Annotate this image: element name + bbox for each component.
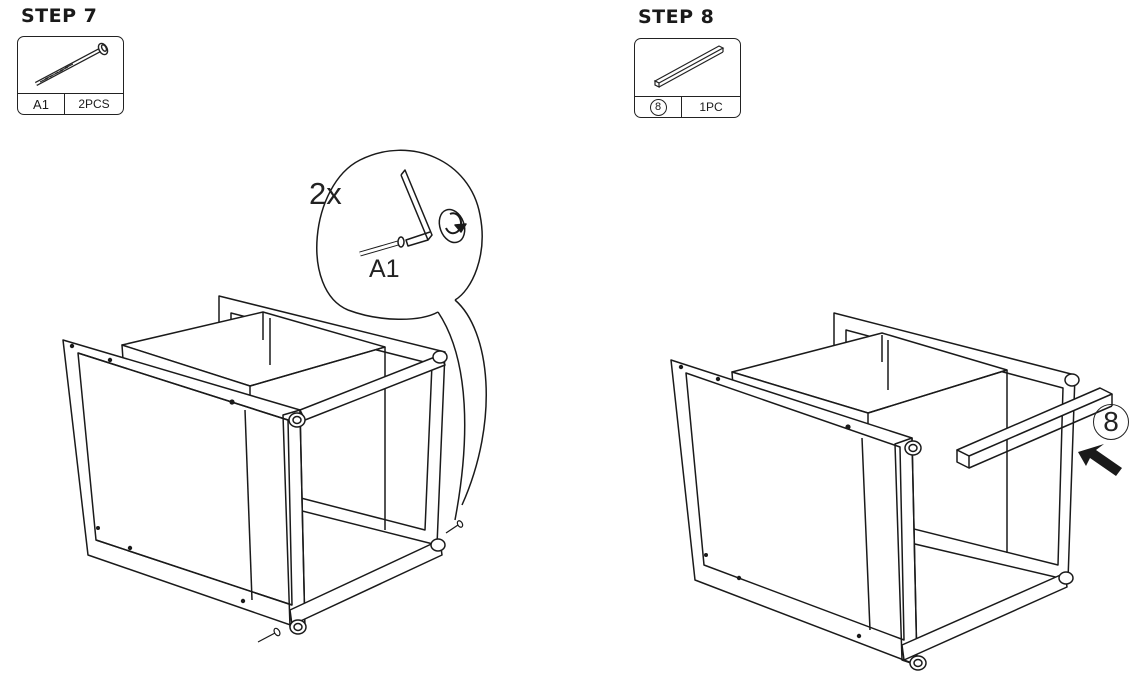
step8-callout-number: 8 bbox=[1093, 404, 1129, 440]
rail-bar-icon bbox=[653, 45, 725, 88]
step7-part-id: A1 bbox=[18, 94, 65, 114]
step7-part-qty: 2PCS bbox=[78, 97, 110, 111]
bolt-icon bbox=[34, 42, 109, 86]
step7-frame bbox=[62, 295, 464, 643]
step7-parts-box: A1 2PCS bbox=[17, 36, 124, 115]
step8-part-qty: 1PC bbox=[699, 100, 723, 114]
step7-title: STEP 7 bbox=[21, 5, 98, 27]
step8-parts-box: 8 1PC bbox=[634, 38, 741, 118]
step8-part-id: 8 bbox=[649, 98, 667, 116]
step7-detail-callout bbox=[316, 149, 487, 521]
step8-frame bbox=[670, 312, 1122, 671]
step7-callout-part-label: A1 bbox=[369, 255, 400, 283]
step7-multiplier-label: 2x bbox=[309, 176, 342, 211]
step8-title: STEP 8 bbox=[638, 6, 715, 28]
